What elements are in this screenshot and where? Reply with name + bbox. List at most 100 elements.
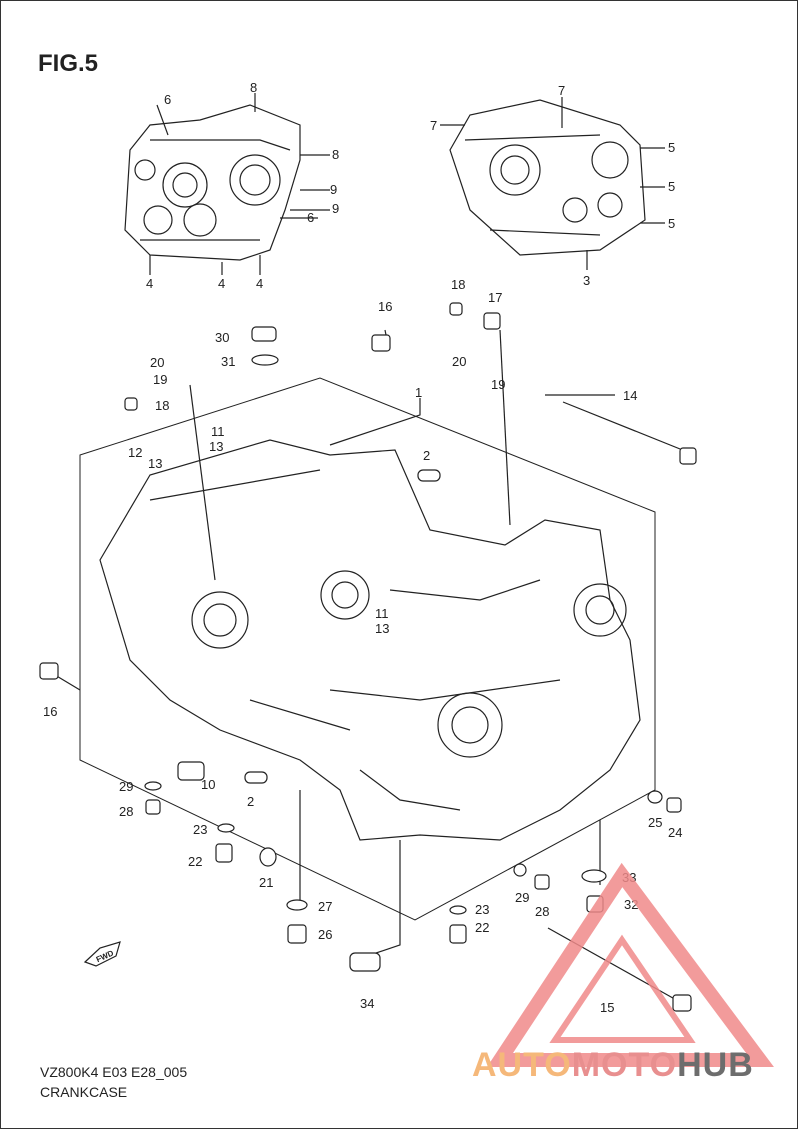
long-bolt-14 [562,401,696,456]
callout-20: 20 [452,354,466,369]
watermark-moto: MOTO [571,1046,678,1084]
crank-bore-far-right [573,583,627,637]
callout-18: 18 [451,277,465,292]
crank-bore-right [437,692,503,758]
callout-2: 2 [423,448,430,463]
callout-6: 6 [164,92,171,107]
callout-9: 9 [332,201,339,216]
callout-4: 4 [218,276,225,291]
callout-11: 11 [211,424,225,439]
figure-code: VZ800K4 E03 E28_005 [40,1064,188,1080]
callout-16: 16 [43,704,57,719]
callout-13: 13 [148,456,162,471]
bolt-head-15 [672,994,692,1012]
bolt-28-left [145,799,161,815]
fitting-10 [177,761,205,781]
right-case-bore-1 [489,144,541,196]
callout-8: 8 [250,80,257,95]
callout-13: 13 [375,621,389,636]
callout-5: 5 [668,140,675,155]
callout-25: 25 [648,815,662,830]
callout-3: 3 [583,273,590,288]
callout-7: 7 [430,118,437,133]
callout-14: 14 [623,388,637,403]
washer-29-right [513,863,527,877]
sensor-34 [349,952,381,972]
callout-27: 27 [318,899,332,914]
callout-28: 28 [535,904,549,919]
callout-17: 17 [488,290,502,305]
callout-31: 31 [221,354,235,369]
dowel-2-bottom [244,771,268,784]
callout-19: 19 [491,377,505,392]
bolt-18-left [124,397,138,411]
callout-6: 6 [307,210,314,225]
callout-19: 19 [153,372,167,387]
oil-filler-cap-30 [251,326,277,342]
callout-13: 13 [209,439,223,454]
callout-10: 10 [201,777,215,792]
crank-bore-center [320,570,370,620]
nut-16-top [371,334,391,352]
bolt-head-14 [679,447,697,465]
watermark-hub: HUB [677,1046,754,1084]
callout-24: 24 [668,825,682,840]
callout-21: 21 [259,875,273,890]
nut-24 [666,797,682,813]
washer-33 [581,869,607,883]
figure-name: CRANKCASE [40,1084,128,1100]
fwd-arrow-icon: FWD [83,941,121,967]
right-case-bore-2 [591,141,629,179]
nut-16-left [39,662,59,680]
callout-22: 22 [475,920,489,935]
watermark-auto: AUTO [472,1046,572,1084]
nut-17 [483,312,501,330]
left-case-bore-1 [162,162,208,208]
callout-8: 8 [332,147,339,162]
washer-25 [647,790,663,804]
callout-22: 22 [188,854,202,869]
callout-23: 23 [193,822,207,837]
assembly-frame [79,377,656,921]
drain-plug-26 [287,924,307,944]
watermark-logo [486,862,774,1067]
callout-30: 30 [215,330,229,345]
crank-bore-left [191,591,249,649]
callout-23: 23 [475,902,489,917]
callout-5: 5 [668,216,675,231]
bolt-22-left [215,843,233,863]
callout-29: 29 [119,779,133,794]
washer-29-left [144,781,162,791]
bolt-22-right [449,924,467,944]
left-case-bore-2 [229,154,281,206]
bolt-18-top [449,302,463,316]
callout-5: 5 [668,179,675,194]
bolt-28-right [534,874,550,890]
o-ring-21 [259,847,277,867]
gasket-27 [286,899,308,911]
callout-34: 34 [360,996,374,1011]
watermark-text: AUTOMOTOHUB [472,1046,754,1085]
callout-4: 4 [256,276,263,291]
main-crankcase-outline [99,439,641,841]
callout-12: 12 [128,445,142,460]
callout-15: 15 [600,1000,614,1015]
callout-11: 11 [375,606,389,621]
right-case-half-outline [449,99,646,256]
callout-26: 26 [318,927,332,942]
washer-23-left [217,823,235,833]
callout-7: 7 [558,83,565,98]
callout-29: 29 [515,890,529,905]
callout-1: 1 [415,385,422,400]
callout-4: 4 [146,276,153,291]
figure-title: FIG.5 [38,50,99,77]
washer-23-right [449,905,467,915]
callout-16: 16 [378,299,392,314]
callout-9: 9 [330,182,337,197]
callout-20: 20 [150,355,164,370]
left-case-bore-3 [183,203,217,237]
left-case-half-outline [124,104,301,261]
callout-2: 2 [247,794,254,809]
